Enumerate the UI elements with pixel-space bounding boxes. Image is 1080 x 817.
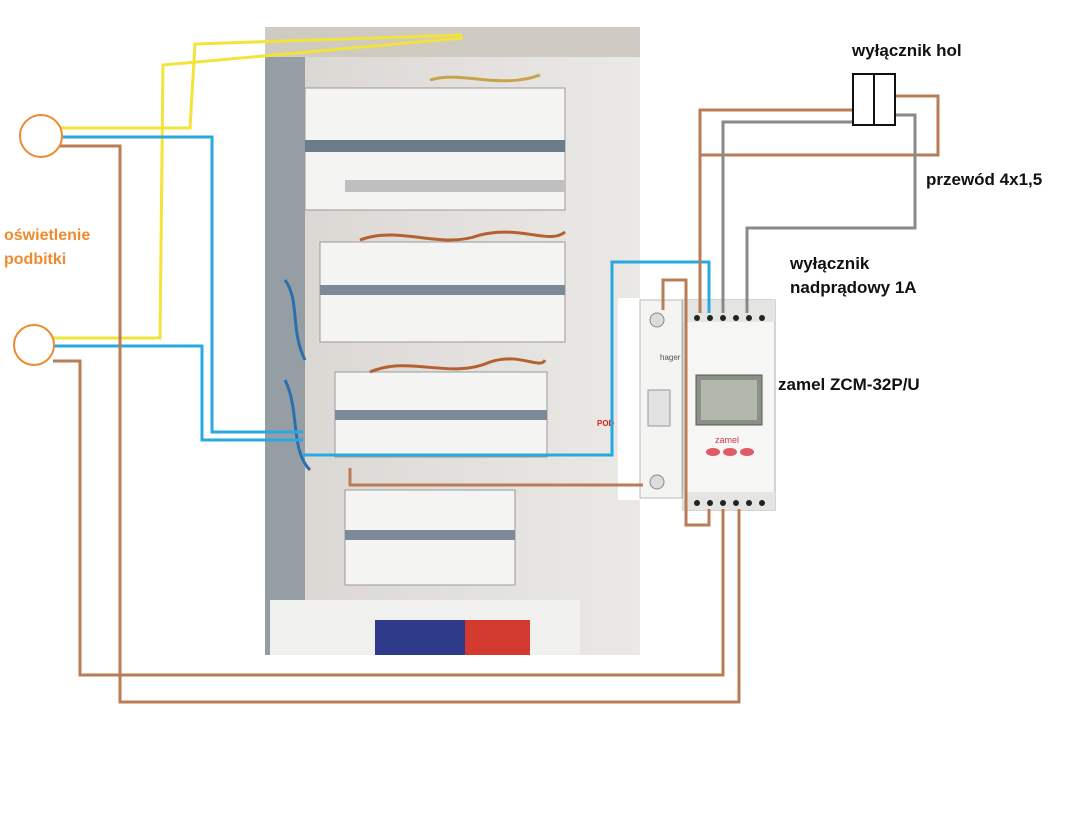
lighting-label: oświetlenie podbitki — [4, 224, 90, 272]
pod-mark: POD — [597, 419, 615, 428]
yellow-wires — [53, 33, 464, 340]
breaker-row-4 — [344, 489, 516, 586]
brown-wires — [53, 94, 940, 704]
cabinet-bottom-panel — [270, 600, 580, 655]
hall-switch — [852, 73, 896, 126]
gray-wires — [721, 113, 917, 313]
lamp-upper — [19, 114, 63, 158]
zamel-brand: zamel — [715, 435, 739, 445]
lamp-lower — [13, 324, 55, 366]
breaker-row-2 — [319, 241, 566, 343]
breaker-row-3 — [334, 371, 548, 458]
breaker-label: wyłącznik nadprądowy 1A — [790, 252, 917, 300]
distribution-cabinet: POD — [265, 27, 640, 655]
hall-switch-label: wyłącznik hol — [852, 41, 962, 60]
wire-bundles — [283, 73, 566, 472]
breaker-label-line1: wyłącznik — [790, 254, 870, 273]
zamel-timer-module: zamel — [682, 299, 776, 511]
hager-brand: hager — [660, 353, 681, 362]
breaker-module-1a: hager — [618, 298, 683, 500]
breaker-row-1 — [304, 87, 566, 211]
cable-label: przewód 4x1,5 — [926, 170, 1043, 189]
lighting-label-line1: oświetlenie — [4, 227, 91, 244]
blue-wires — [54, 135, 711, 457]
lighting-label-line2: podbitki — [4, 251, 67, 268]
lamps — [13, 114, 63, 366]
breaker-label-line2: nadprądowy 1A — [790, 278, 917, 297]
zamel-label: zamel ZCM-32P/U — [778, 375, 920, 394]
